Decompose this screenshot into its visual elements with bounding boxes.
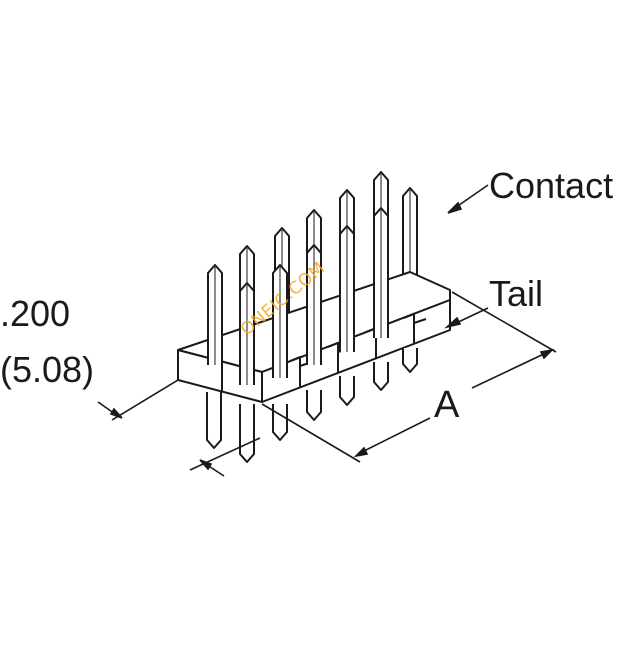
tail-pin-3 xyxy=(272,404,288,441)
contact-label: Contact xyxy=(489,165,614,206)
pitch-mm-label: (5.08) xyxy=(0,349,95,390)
tail-pin-1 xyxy=(206,392,222,449)
tail-leader-arrow xyxy=(444,316,462,329)
tail-label: Tail xyxy=(489,273,544,314)
tail-pin-2 xyxy=(239,404,255,463)
pitch-arrow-bottom xyxy=(199,459,213,471)
pitch-extension-bottom xyxy=(189,437,261,471)
tail-pin-5 xyxy=(339,376,355,406)
a-arrow-left xyxy=(353,446,369,458)
contact-leader-arrow xyxy=(447,201,463,214)
a-extension-right xyxy=(451,291,557,353)
a-dimension-line-upper xyxy=(471,351,549,389)
a-arrow-right xyxy=(539,348,555,360)
a-extension-left xyxy=(261,403,361,463)
pitch-arrow-top xyxy=(109,407,123,419)
pitch-inch-label: .200 xyxy=(0,293,71,334)
tail-pin-4 xyxy=(306,390,322,421)
pitch-extension-top xyxy=(111,379,179,421)
tail-pin-6 xyxy=(373,362,389,391)
length-a-label: A xyxy=(434,384,460,426)
a-dimension-line-lower xyxy=(357,417,431,455)
tail-pin-7 xyxy=(402,348,418,373)
